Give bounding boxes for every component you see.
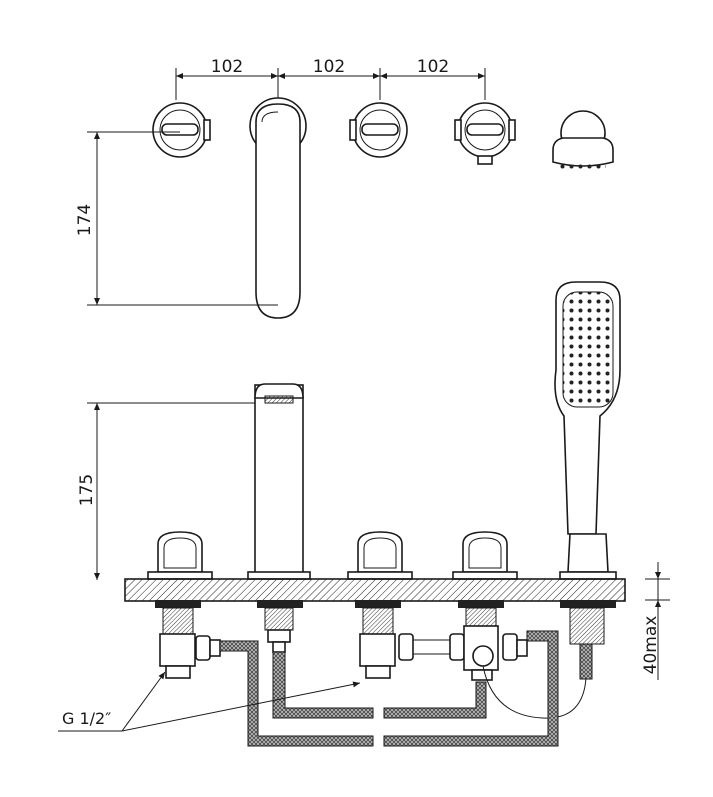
handle-front-view-left: [147, 531, 213, 580]
deck-thickness-dimension: 40max: [641, 562, 670, 680]
hand-shower-connector: [482, 600, 616, 719]
dimension-label-175: 175: [77, 474, 97, 506]
thread-label: G 1/2″: [62, 709, 111, 728]
dimension-label-102-2: 102: [313, 57, 345, 77]
dimension-label-174: 174: [75, 204, 95, 236]
valve-body-left: [155, 600, 221, 679]
supply-hoses: [219, 630, 559, 747]
countertop-section: [124, 578, 626, 602]
height-dimension-175: 175: [77, 402, 268, 580]
spout-front-view: [247, 383, 311, 580]
shower-head-top-view: [552, 110, 614, 169]
handle-top-view-right: [454, 102, 516, 165]
height-dimension-174: 174: [75, 131, 278, 306]
spout-connector: [257, 600, 303, 653]
handle-top-view-left: [152, 102, 211, 158]
dimension-label-102-1: 102: [211, 57, 243, 77]
dimension-label-40max: 40max: [641, 616, 661, 675]
valve-body-middle: [355, 600, 465, 679]
handle-front-view-right: [452, 531, 518, 580]
dimension-label-102-3: 102: [417, 57, 449, 77]
spout-top-view: [249, 97, 307, 319]
handle-top-view-middle: [349, 102, 408, 158]
thread-annotation: G 1/2″: [58, 671, 361, 732]
handle-front-view-middle: [347, 531, 413, 580]
spacing-dimension: 102 102 102: [175, 57, 486, 100]
diverter-body: [458, 600, 528, 681]
hand-shower: [554, 281, 621, 580]
